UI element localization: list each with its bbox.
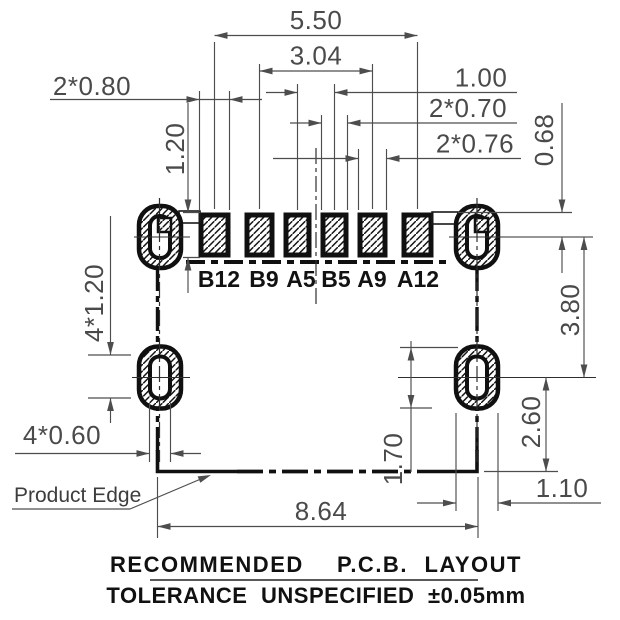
- dim-pad-to-hole: 0.68: [529, 114, 559, 167]
- pad-a12: [401, 212, 434, 258]
- dim-outer-pad-width: 2*0.80: [53, 71, 131, 101]
- pad-b12: [198, 212, 231, 258]
- pad-label-b12: B12: [198, 266, 240, 292]
- pad-label-a9: A9: [357, 266, 386, 292]
- dim-mid-pad-width: 2*0.76: [436, 129, 514, 159]
- dim-pad-height: 1.20: [160, 123, 190, 176]
- product-edge-label: Product Edge: [14, 484, 141, 507]
- dimension-lines: [12, 32, 601, 530]
- dim-slot-height: 4*1.20: [79, 264, 109, 342]
- dim-outer-pad-span: 5.50: [290, 5, 343, 35]
- dim-hole-row-spacing: 3.80: [555, 284, 585, 337]
- product-outline: [155, 260, 479, 474]
- dimension-labels: 5.50 3.04 2*0.80 1.00 2*0.70 2*0.76 1.20…: [14, 5, 588, 526]
- pad-label-b5: B5: [321, 266, 351, 292]
- dim-oval-pad-width: 1.10: [536, 473, 589, 503]
- dim-inner-pad-span: 3.04: [290, 41, 343, 71]
- center-lines: [132, 148, 596, 462]
- smt-pads: [198, 212, 434, 258]
- pad-labels: B12 B9 A5 B5 A9 A12: [198, 266, 439, 292]
- pad-label-a5: A5: [286, 266, 316, 292]
- dim-body-width: 8.64: [295, 496, 348, 526]
- dim-slot-width: 4*0.60: [23, 420, 101, 450]
- pad-label-a12: A12: [397, 266, 439, 292]
- pad-b5: [320, 212, 349, 258]
- tolerance-note: TOLERANCE UNSPECIFIED ±0.05mm: [106, 583, 525, 608]
- extension-lines: [88, 42, 572, 538]
- pad-a9: [357, 212, 388, 258]
- pad-label-b9: B9: [249, 266, 278, 292]
- dim-oval-pad-height: 1.70: [378, 433, 408, 486]
- pad-a5: [283, 212, 312, 258]
- dim-hole-to-edge: 2.60: [516, 396, 546, 449]
- pad-b9: [244, 212, 275, 258]
- title-block: RECOMMENDED P.C.B. LAYOUT TOLERANCE UNSP…: [106, 552, 525, 608]
- dim-center-pad-width: 2*0.70: [429, 93, 507, 123]
- dim-center-pitch: 1.00: [455, 63, 508, 93]
- drawing-title: RECOMMENDED P.C.B. LAYOUT: [110, 552, 522, 577]
- oval-pads: [136, 203, 501, 411]
